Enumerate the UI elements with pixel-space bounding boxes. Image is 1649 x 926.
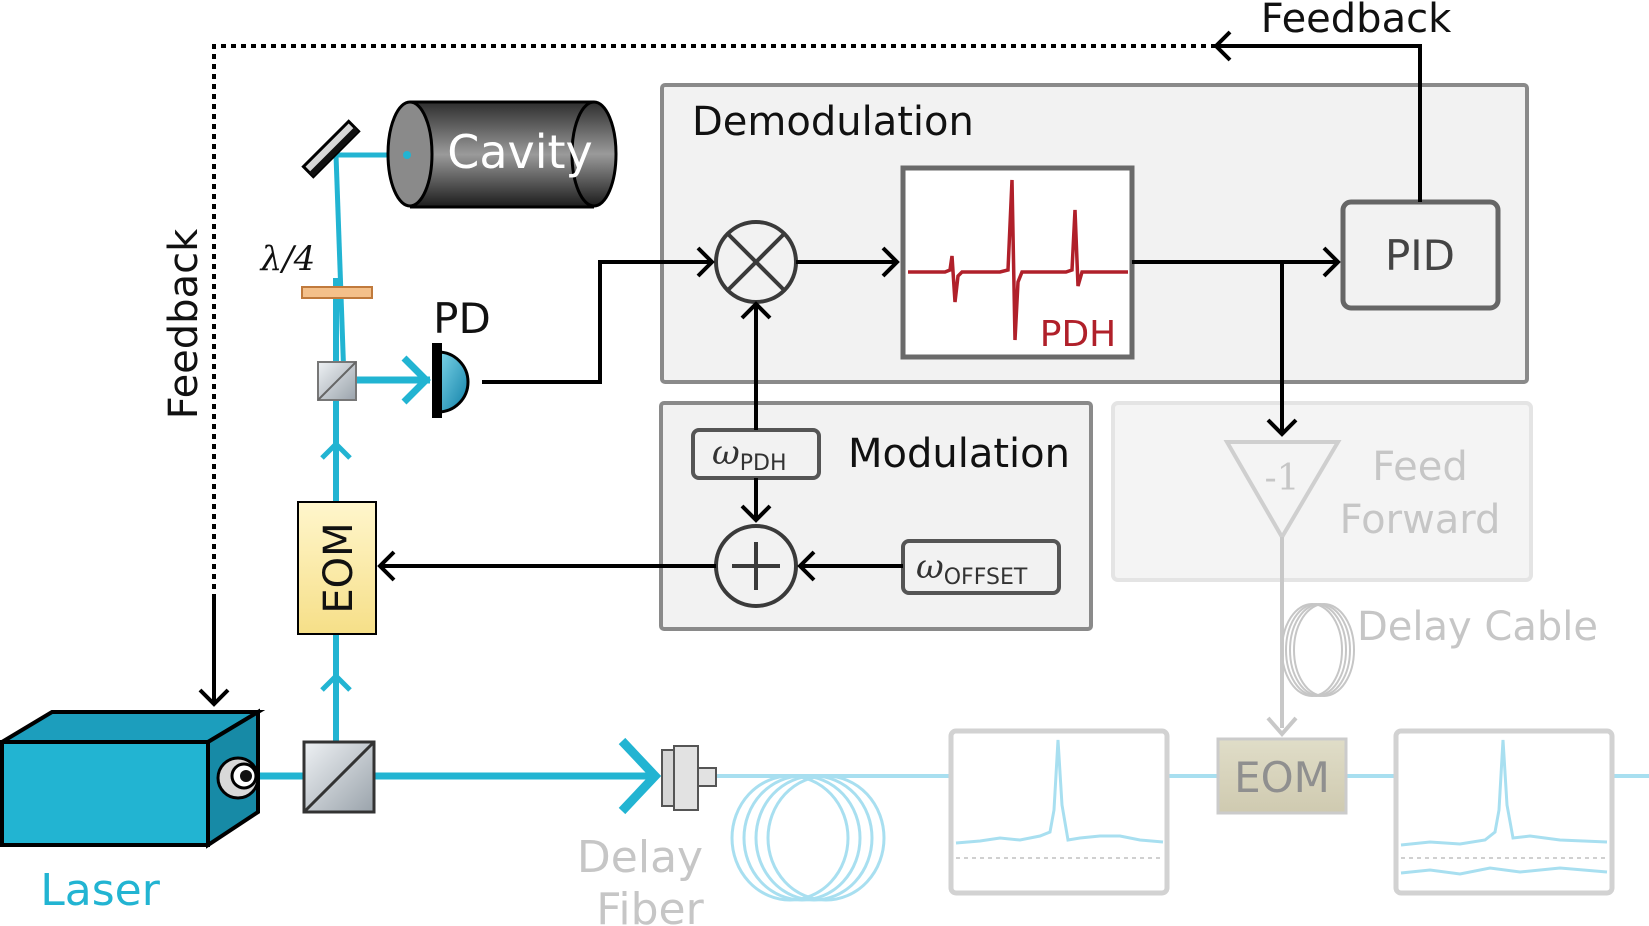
omega-pdh-to-mixer-arrow — [740, 301, 772, 320]
pdh-to-feedforward-arrow — [1266, 418, 1298, 437]
offset-to-adder-arrow — [797, 550, 816, 582]
scope-display-1 — [948, 728, 1170, 896]
omega-offset-symbol: ω — [916, 547, 944, 587]
delay-cable-coil — [1281, 603, 1355, 697]
eom-feed-forward — [1216, 737, 1348, 815]
scope-trace-2a — [1400, 739, 1608, 847]
beam-to-fiber-arrow — [618, 737, 662, 815]
cavity — [386, 100, 618, 209]
pdh-error-trace — [908, 179, 1128, 341]
scope-trace-2b — [1400, 866, 1608, 876]
ff-signal-arrow-head — [1266, 716, 1298, 738]
quarter-wave-label: λ/4 — [259, 239, 316, 279]
feedback-label-top: Feedback — [1261, 0, 1452, 42]
mixer-to-pdh-arrow — [881, 246, 900, 278]
pdh-to-pid-arrow — [1322, 246, 1341, 278]
return-beam — [333, 154, 347, 381]
feed-forward-section: -1 Feed Forward Delay Cable Delay Fiber … — [577, 401, 1649, 926]
scope-display-2 — [1393, 728, 1615, 896]
eom-modulator — [297, 501, 377, 635]
mixer-cross-b — [726, 232, 786, 292]
pd-to-mixer-line — [482, 260, 712, 384]
omega-pdh-to-adder-arrow — [740, 504, 772, 523]
dotted-feedback-line — [212, 44, 1216, 594]
demodulation-label: Demodulation — [692, 99, 974, 145]
photodiode — [432, 343, 470, 418]
feedback-to-laser-arrow — [198, 688, 230, 707]
omega-pdh-symbol: ω — [712, 433, 740, 473]
omega-offset-label: ωOFFSET — [916, 547, 1028, 590]
inverter-triangle — [1223, 440, 1342, 541]
omega-offset-subscript: OFFSET — [944, 565, 1028, 590]
photodiode-label: PD — [433, 294, 491, 343]
pid-label: PID — [1385, 231, 1455, 280]
eom-feed-forward-label: EOM — [1234, 753, 1330, 802]
feedback-label-left: Feedback — [161, 228, 207, 419]
omega-pdh-label: ωPDH — [712, 433, 786, 476]
inverter-label: -1 — [1264, 458, 1299, 499]
beam-to-pd-arrow — [401, 355, 431, 405]
delay-fiber-label-2: Fiber — [596, 884, 704, 926]
feed-forward-label-2: Forward — [1340, 497, 1501, 543]
eom-modulator-label: EOM — [316, 522, 362, 613]
scope-trace-1 — [955, 739, 1164, 845]
beam-arrow-lower — [320, 672, 352, 692]
pd-to-mixer-arrow — [696, 246, 715, 278]
quarter-wave-plate — [301, 286, 373, 299]
feed-forward-block — [1111, 401, 1533, 582]
cavity-label: Cavity — [447, 125, 593, 179]
omega-pdh-subscript: PDH — [740, 451, 787, 476]
mirror — [301, 119, 361, 179]
pid-feedback-line — [1216, 44, 1422, 202]
laser-label: Laser — [40, 865, 160, 916]
adder-to-eom-arrow — [377, 550, 396, 582]
delay-fiber-label-1: Delay — [577, 832, 703, 883]
delay-cable-label: Delay Cable — [1357, 604, 1598, 650]
beam-arrow-upper — [320, 440, 352, 460]
fiber-coupler — [661, 745, 717, 811]
modulation-label: Modulation — [848, 431, 1070, 477]
laser — [0, 708, 266, 849]
feed-forward-label-1: Feed — [1372, 444, 1467, 490]
polarizing-beam-splitter — [317, 361, 357, 401]
beam-splitter — [302, 740, 376, 814]
pdh-label: PDH — [1040, 314, 1117, 355]
delay-fiber-coil — [730, 774, 886, 902]
